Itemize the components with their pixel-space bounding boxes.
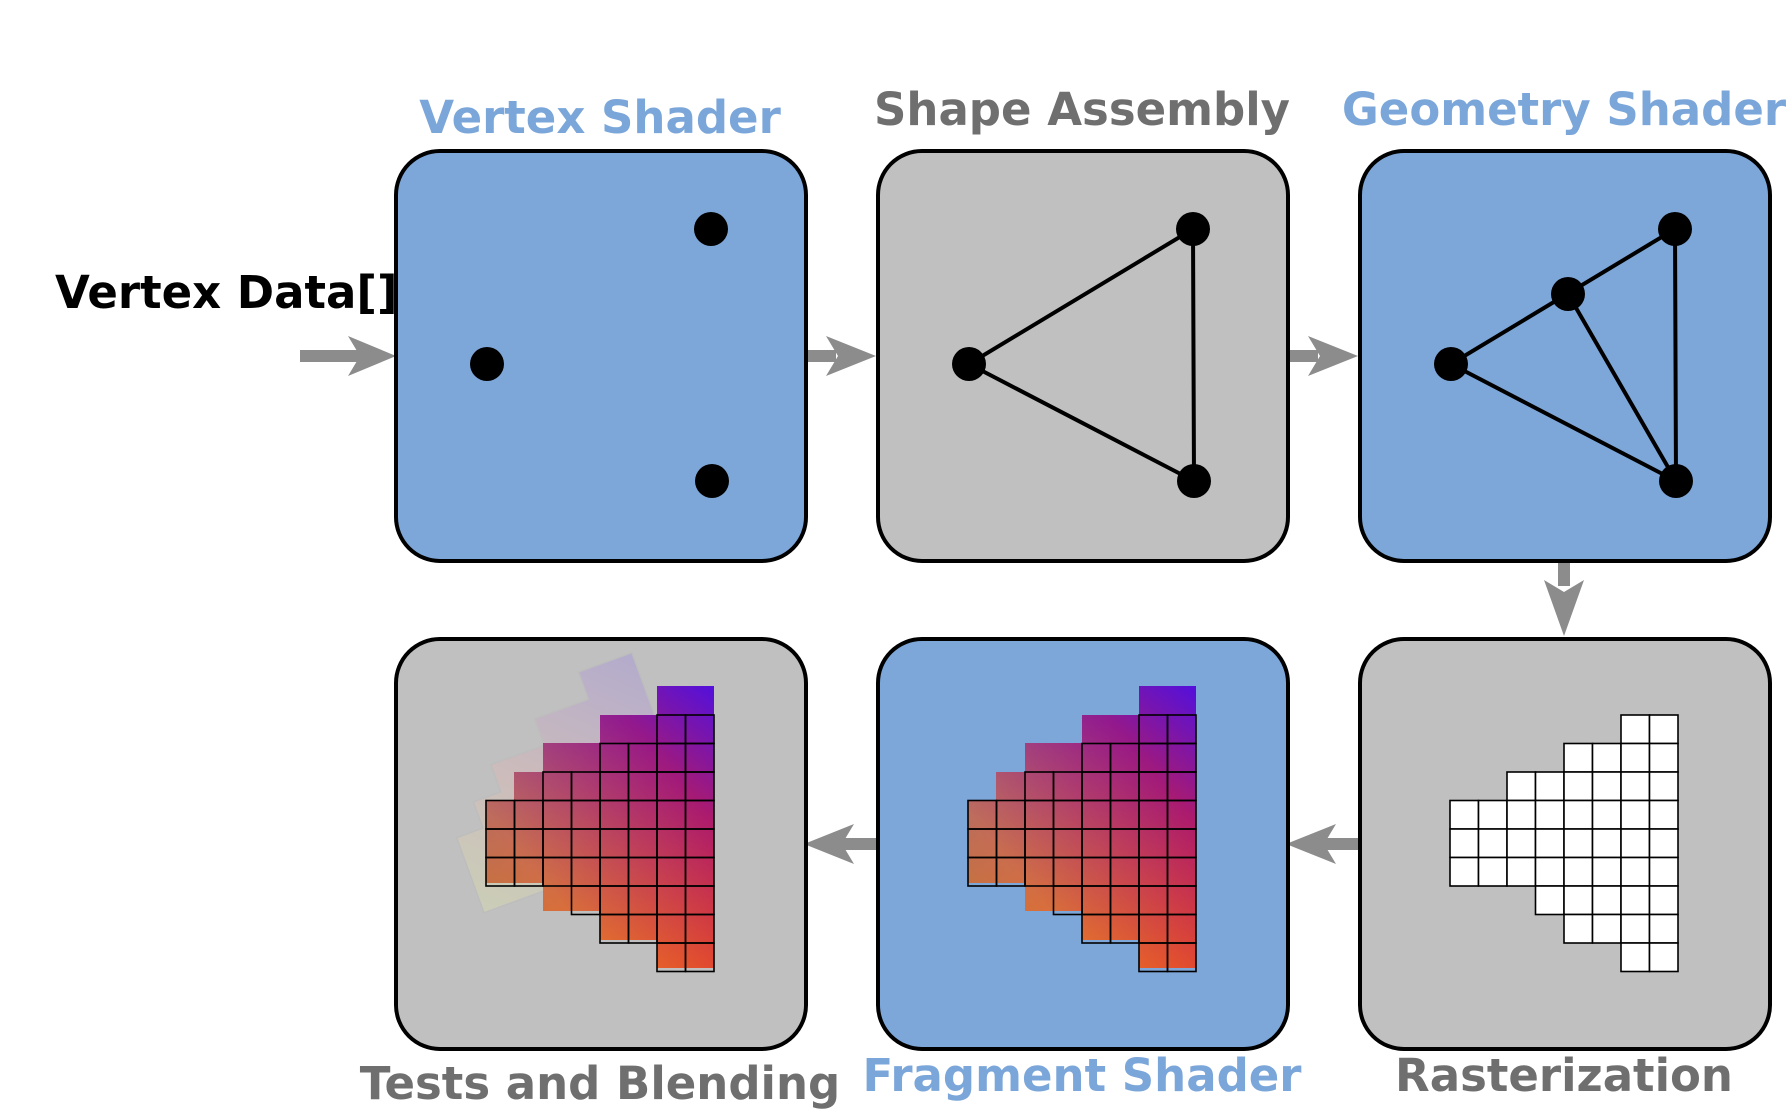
arrow-rasterization-to-fragment xyxy=(1286,824,1360,864)
stage-title-vertex-shader: Vertex Shader xyxy=(419,91,781,144)
pixel-cell xyxy=(1591,885,1622,916)
vertex-point xyxy=(695,464,729,498)
stage-title-tests-and-blending: Tests and Blending xyxy=(360,1057,840,1110)
geometry-triangles xyxy=(1434,212,1693,498)
pixel-cell xyxy=(1563,913,1594,944)
pixel-cell xyxy=(1534,885,1565,916)
stage-title-rasterization: Rasterization xyxy=(1395,1049,1733,1102)
pixel-cell xyxy=(1506,771,1537,802)
shape-assembly-box xyxy=(876,149,1290,563)
arrow-input xyxy=(300,336,396,376)
vertex-shader-box xyxy=(394,149,808,563)
pixel-cell xyxy=(1563,856,1594,887)
vertex-points xyxy=(470,212,729,498)
pixel-cell xyxy=(1591,856,1622,887)
pixel-cell xyxy=(1477,828,1508,859)
pixel-cell xyxy=(1534,856,1565,887)
pixel-cell xyxy=(1449,856,1480,887)
pixel-cell xyxy=(1534,771,1565,802)
pixel-cell xyxy=(1620,742,1651,773)
pixel-cell xyxy=(1648,913,1679,944)
arrow-fragment-to-tests xyxy=(804,824,878,864)
pixel-cell xyxy=(1449,828,1480,859)
pixel-cell xyxy=(1648,714,1679,745)
pixel-cell xyxy=(1620,885,1651,916)
vertex-point xyxy=(952,347,986,381)
pixel-cell xyxy=(1563,799,1594,830)
pixel-cell xyxy=(1648,885,1679,916)
vertex-point xyxy=(1177,464,1211,498)
pixel-cell xyxy=(1534,799,1565,830)
vertex-point xyxy=(470,347,504,381)
pixel-cell xyxy=(1563,828,1594,859)
pixel-cell xyxy=(1591,742,1622,773)
pixel-cell xyxy=(1648,742,1679,773)
pixel-cell xyxy=(1648,799,1679,830)
pixel-cell xyxy=(1648,856,1679,887)
geometry-shader-box xyxy=(1358,149,1772,563)
pixel-cell xyxy=(1591,913,1622,944)
pixel-cell xyxy=(1477,799,1508,830)
vertex-data-label: Vertex Data[] xyxy=(55,266,398,319)
vertex-point xyxy=(1434,347,1468,381)
stage-title-geometry-shader: Geometry Shader xyxy=(1342,83,1787,136)
pixel-cell xyxy=(1648,942,1679,973)
arrow-shape-to-geometry xyxy=(1288,336,1358,376)
pixel-cell xyxy=(1449,799,1480,830)
pixel-cell xyxy=(1591,771,1622,802)
pixel-cell xyxy=(1506,828,1537,859)
pixel-cell xyxy=(1620,714,1651,745)
pixel-cell xyxy=(1620,942,1651,973)
arrow-vertex-to-shape xyxy=(806,336,876,376)
arrow-geometry-to-rasterization xyxy=(1544,560,1584,636)
vertex-point xyxy=(1176,212,1210,246)
pixel-cell xyxy=(1563,771,1594,802)
stage-title-shape-assembly: Shape Assembly xyxy=(874,83,1290,136)
pipeline-arrows xyxy=(300,336,1584,864)
pixel-cell xyxy=(1591,828,1622,859)
assembled-triangle xyxy=(952,212,1211,498)
stage-title-fragment-shader: Fragment Shader xyxy=(863,1049,1303,1102)
pixel-cell xyxy=(1648,771,1679,802)
pixel-cell xyxy=(1563,742,1594,773)
pixel-cell xyxy=(1534,828,1565,859)
pixel-cell xyxy=(1506,799,1537,830)
pixel-cell xyxy=(1620,913,1651,944)
vertex-point xyxy=(1551,277,1585,311)
pixel-cell xyxy=(1620,856,1651,887)
pixel-cell xyxy=(1648,828,1679,859)
pixel-cell xyxy=(1591,799,1622,830)
pixel-cell xyxy=(1620,828,1651,859)
vertex-point xyxy=(694,212,728,246)
raster-grid xyxy=(1449,714,1679,973)
pixel-cell xyxy=(1620,799,1651,830)
pixel-cell xyxy=(1477,856,1508,887)
pixel-cell xyxy=(1506,856,1537,887)
pixel-cell xyxy=(1166,942,1197,973)
pixel-cell xyxy=(684,942,715,973)
pixel-cell xyxy=(1563,885,1594,916)
vertex-point xyxy=(1659,464,1693,498)
pixel-cell xyxy=(1620,771,1651,802)
vertex-point xyxy=(1658,212,1692,246)
